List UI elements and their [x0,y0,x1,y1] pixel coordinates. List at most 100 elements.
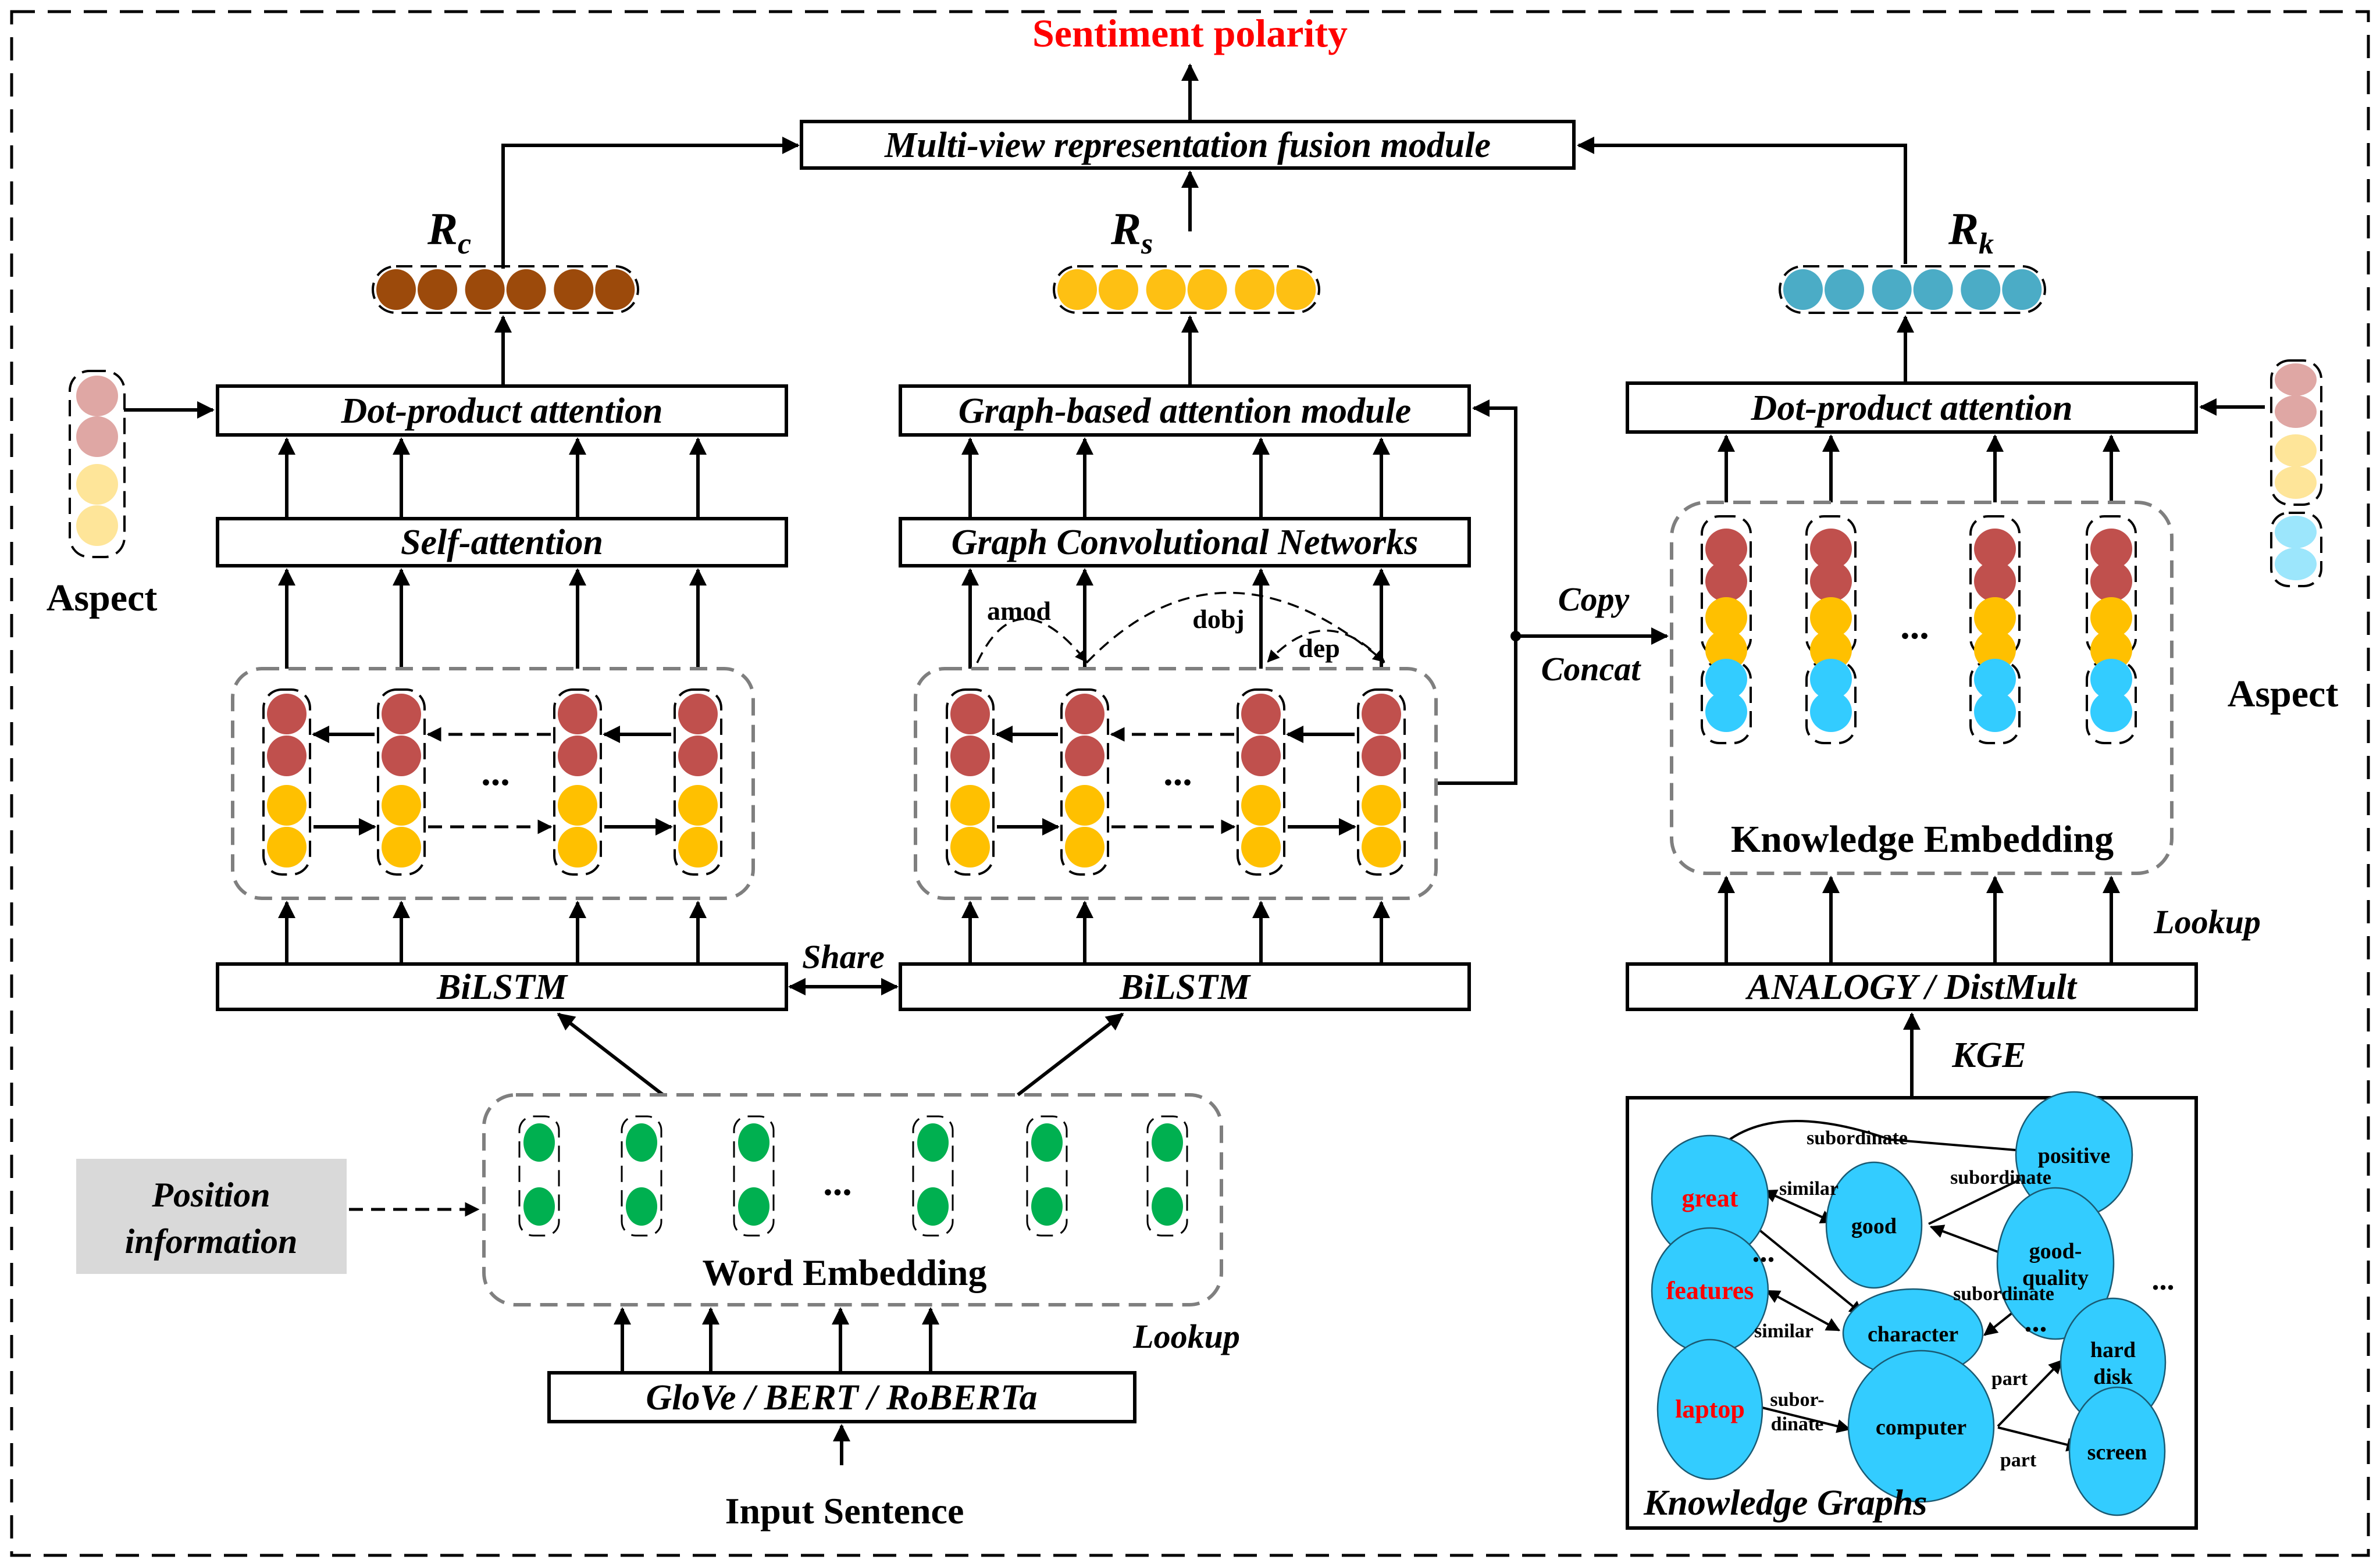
knowledge-blue-unit [1705,691,1747,732]
rs-unit-2 [1146,269,1186,310]
left-hidden-red-unit [678,736,718,776]
left-aspect-yellow-unit [76,464,118,505]
rs-vector-border [1053,265,1320,314]
middle-hidden-yellow-unit [1362,785,1401,826]
knowledge-red-unit [1974,529,2016,569]
laptop-node-label: laptop [1675,1395,1745,1423]
left-hidden-yellow-unit [382,827,421,868]
word-green-unit [1031,1123,1063,1162]
middle-bilstm-hidden-group [914,667,1438,900]
middle-hidden-red-unit [950,736,990,776]
character-node-label: character [1868,1322,1958,1347]
word-green-unit [1031,1187,1063,1226]
left-hidden-red-unit [558,694,597,734]
junction-dot [1510,631,1521,641]
middle-hidden-yellow-unit [1241,785,1281,826]
word-column-border-4 [1026,1115,1068,1237]
kge-model-label: ANALOGY / DistMult [1745,968,2078,1007]
middle-hidden-red-unit [1241,736,1281,776]
knowledge-red-unit [1810,561,1852,602]
left-aspect-yellow-unit [76,505,118,546]
positive-node-label: positive [2038,1144,2111,1168]
rc-unit-1 [418,269,457,310]
knowledge-blue-unit [1810,659,1852,699]
rk-unit-4 [1961,269,2001,310]
right-aspect-pink-unit [2275,363,2317,396]
knowledge-red-unit [1705,529,1747,569]
great-good-label: similar [1779,1178,1839,1200]
hard-disk-node-label: disk [2093,1365,2133,1389]
word-ellipsis: ... [823,1161,852,1204]
concat-to-graph-attention-arrow [1438,399,1517,785]
dep-arc [1267,629,1385,664]
rk-unit-1 [1825,269,1864,310]
knowledge-graphs-label: Knowledge Graphs [1643,1483,1927,1523]
great-character-edge [1744,1217,1864,1315]
left-hidden-red-unit [267,736,307,776]
good-quality-node-label: quality [2022,1266,2089,1290]
computer-screen-label: part [2000,1450,2037,1471]
gcn-box: Graph Convolutional Networks [899,517,1471,567]
left-bilstm-hidden-group [231,667,755,900]
right-aspect-yellow-unit [2275,466,2317,499]
great-positive-label: subordinate [1807,1127,1908,1149]
right-lookup-label: Lookup [2153,903,2261,941]
middle-hidden-column-border-0 [946,688,995,876]
kg-ellipsis-0: ... [1752,1236,1775,1269]
rk-unit-0 [1783,269,1823,310]
rc-unit-3 [506,269,546,310]
computer-node-label: computer [1876,1415,1966,1440]
knowledge-red-unit [1810,529,1852,569]
middle-ellipsis: ... [1163,751,1192,794]
rs-unit-3 [1187,269,1227,310]
we-to-middle-bilstm-arrow [1017,1012,1124,1097]
we-to-left-bilstm-arrow [557,1012,664,1097]
laptop-computer-label-2: dinate [1771,1413,1824,1435]
word-green-unit [1152,1187,1183,1226]
rk-unit-3 [1913,269,1953,310]
pretrained-model-box: GloVe / BERT / RoBERTa [547,1371,1136,1423]
knowledge-yellow-unit [1705,597,1747,638]
good-positive-label: subordinate [1950,1167,2051,1188]
middle-hidden-column-border-2 [1237,688,1285,876]
left-hidden-red-unit [267,694,307,734]
fusion-module-box: Multi-view representation fusion module [800,120,1576,170]
rk-unit-5 [2002,269,2042,310]
word-column-border-0 [518,1115,560,1237]
right-aspect-blue-unit [2275,548,2317,580]
right-aspect-label: Aspect [2228,673,2339,715]
self-attention-box: Self-attention [216,517,788,567]
rc-unit-2 [465,269,505,310]
screen-node [2068,1386,2166,1516]
left-aspect-border [69,370,126,558]
word-green-unit [917,1123,949,1162]
knowledge-ellipsis: ... [1900,605,1929,647]
left-bilstm-label: BiLSTM [436,968,568,1007]
middle-bilstm-label: BiLSTM [1119,968,1251,1007]
hard-disk-node-label: hard [2090,1338,2136,1362]
word-green-unit [626,1187,657,1226]
middle-hidden-column-border-1 [1060,688,1109,876]
good-node [1825,1161,1923,1289]
middle-hidden-red-unit [1241,694,1281,734]
middle-hidden-yellow-unit [1065,785,1105,826]
right-aspect-blue-unit [2275,516,2317,548]
left-hidden-yellow-unit [558,827,597,868]
good-quality-node [1996,1187,2115,1340]
word-green-unit [738,1187,769,1226]
share-label: Share [802,938,885,976]
word-green-unit [917,1187,949,1226]
screen-node-label: screen [2087,1440,2147,1465]
left-hidden-red-unit [678,694,718,734]
amod-label: amod [987,596,1051,626]
left-dot-product-attention-box: Dot-product attention [216,384,788,437]
pretrained-model-label: GloVe / BERT / RoBERTa [646,1378,1038,1418]
middle-hidden-red-unit [1362,736,1401,776]
rk-unit-2 [1872,269,1912,310]
rs-unit-4 [1235,269,1275,310]
word-column-border-3 [912,1115,954,1237]
left-ellipsis: ... [481,751,510,794]
kge-model-box: ANALOGY / DistMult [1626,962,2198,1011]
rc-to-fusion-arrow [501,137,800,269]
left-dot-product-attention-label: Dot-product attention [341,391,663,431]
